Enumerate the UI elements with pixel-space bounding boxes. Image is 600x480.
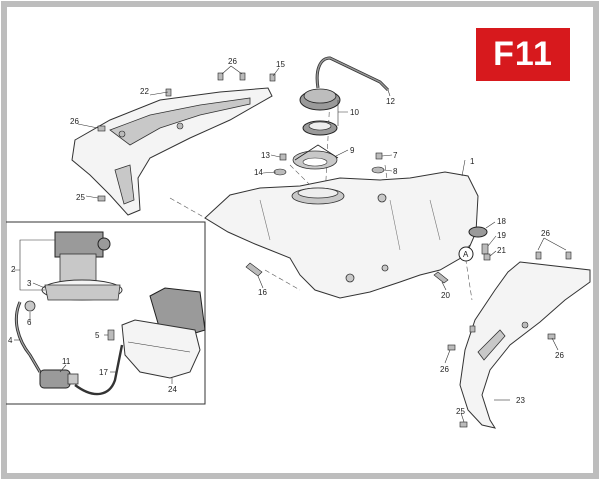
callout-16: 16	[258, 288, 267, 297]
bolt-19	[481, 243, 489, 255]
callout-23: 23	[516, 396, 525, 405]
callout-19: 19	[497, 231, 506, 240]
fuel-filter	[39, 369, 79, 389]
callout-20: 20	[441, 291, 450, 300]
callout-26-c: 26	[541, 229, 550, 238]
inset-box	[6, 221, 206, 405]
screw	[107, 329, 115, 341]
reference-a-label: A	[463, 250, 469, 259]
callout-6: 6	[27, 318, 32, 327]
assembly-line	[289, 164, 311, 186]
breather-hose	[315, 56, 390, 92]
callout-9: 9	[350, 146, 355, 155]
callout-26-a: 26	[228, 57, 237, 66]
callout-14: 14	[254, 168, 263, 177]
return-hose	[74, 344, 124, 396]
callout-4: 4	[8, 336, 13, 345]
washer	[24, 300, 36, 312]
callout-24: 24	[168, 385, 177, 394]
callout-5: 5	[95, 331, 100, 340]
grommet	[468, 226, 488, 238]
callout-2: 2	[11, 265, 16, 274]
callout-10: 10	[350, 108, 359, 117]
callout-3: 3	[27, 279, 32, 288]
side-panel-right	[459, 261, 591, 429]
callout-17: 17	[99, 368, 108, 377]
fuel-tank	[204, 171, 479, 299]
callout-7: 7	[393, 151, 398, 160]
callout-22: 22	[140, 87, 149, 96]
callout-18: 18	[497, 217, 506, 226]
callout-26-d: 26	[440, 365, 449, 374]
reference-a-circle	[458, 246, 474, 262]
callout-15: 15	[276, 60, 285, 69]
callout-26-b: 26	[70, 117, 79, 126]
callout-25-a: 25	[76, 193, 85, 202]
filler-seal	[292, 144, 339, 170]
pump-cover	[121, 287, 206, 379]
callout-8: 8	[393, 167, 398, 176]
side-panel-left	[71, 87, 273, 216]
callout-13: 13	[261, 151, 270, 160]
callout-25-b: 25	[456, 407, 465, 416]
callout-21: 21	[497, 246, 506, 255]
fuel-cap	[299, 88, 341, 136]
section-code-badge: F11	[476, 28, 570, 81]
fuel-pump	[41, 231, 123, 301]
callout-1: 1	[470, 157, 475, 166]
assembly-line	[324, 95, 331, 201]
callout-26-e: 26	[555, 351, 564, 360]
callout-12: 12	[386, 97, 395, 106]
assembly-line	[264, 269, 301, 291]
callouts: 1 2 3 4 5 6 7 8 9 10 11 12 13 14 15 16 1…	[8, 57, 564, 416]
callout-11: 11	[62, 357, 71, 366]
